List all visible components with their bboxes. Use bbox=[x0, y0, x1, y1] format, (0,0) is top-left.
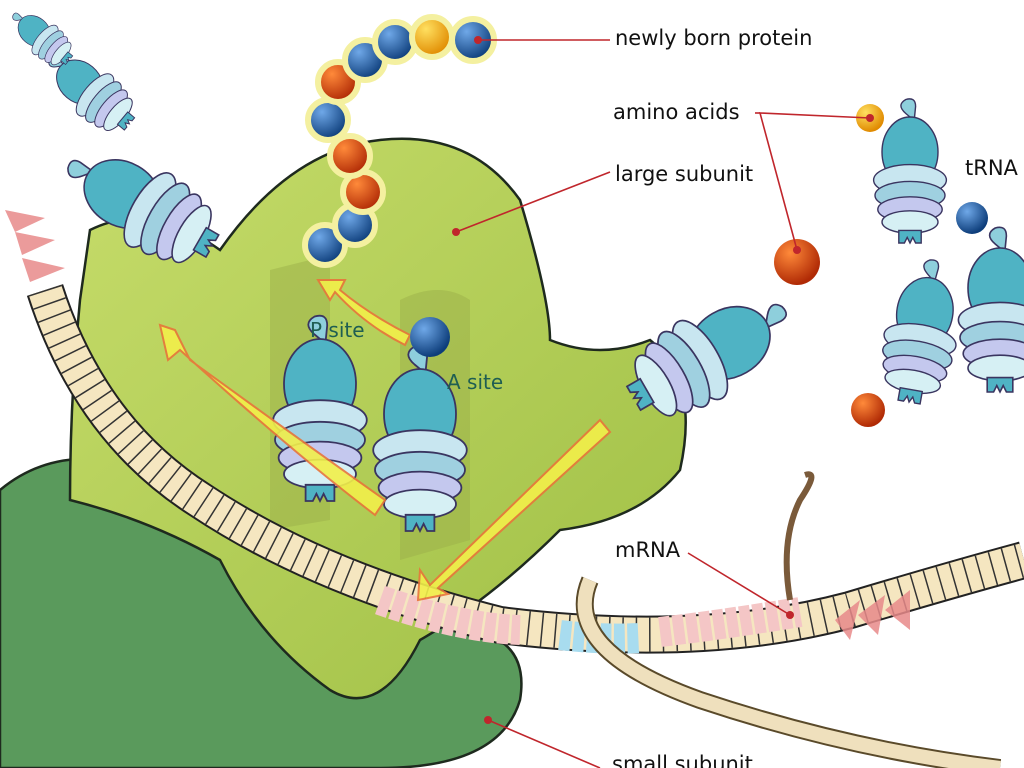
trna-free bbox=[872, 253, 971, 410]
label-trna: tRNA bbox=[965, 156, 1018, 180]
trna-free bbox=[957, 226, 1024, 393]
label-dots bbox=[452, 36, 874, 724]
label-a-site: A site bbox=[447, 370, 504, 394]
label-p-site: P site bbox=[310, 318, 365, 342]
label-newly-born-protein: newly born protein bbox=[615, 26, 813, 50]
amino-acid-free bbox=[851, 393, 885, 427]
amino-acid-free bbox=[956, 202, 988, 234]
direction-arrowheads bbox=[5, 210, 910, 640]
leader-lines bbox=[455, 39, 871, 768]
label-mrna: mRNA bbox=[615, 538, 681, 562]
amino-acid-incoming bbox=[774, 239, 820, 285]
label-small-subunit: small subunit bbox=[612, 752, 753, 768]
trna-free bbox=[872, 98, 948, 244]
label-large-subunit: large subunit bbox=[615, 162, 754, 186]
large-subunit bbox=[68, 137, 687, 700]
movement-arrows bbox=[158, 279, 612, 602]
amino-acid-a-site bbox=[410, 317, 450, 357]
label-amino-acids: amino acids bbox=[613, 100, 740, 124]
newly-born-protein bbox=[302, 14, 497, 268]
